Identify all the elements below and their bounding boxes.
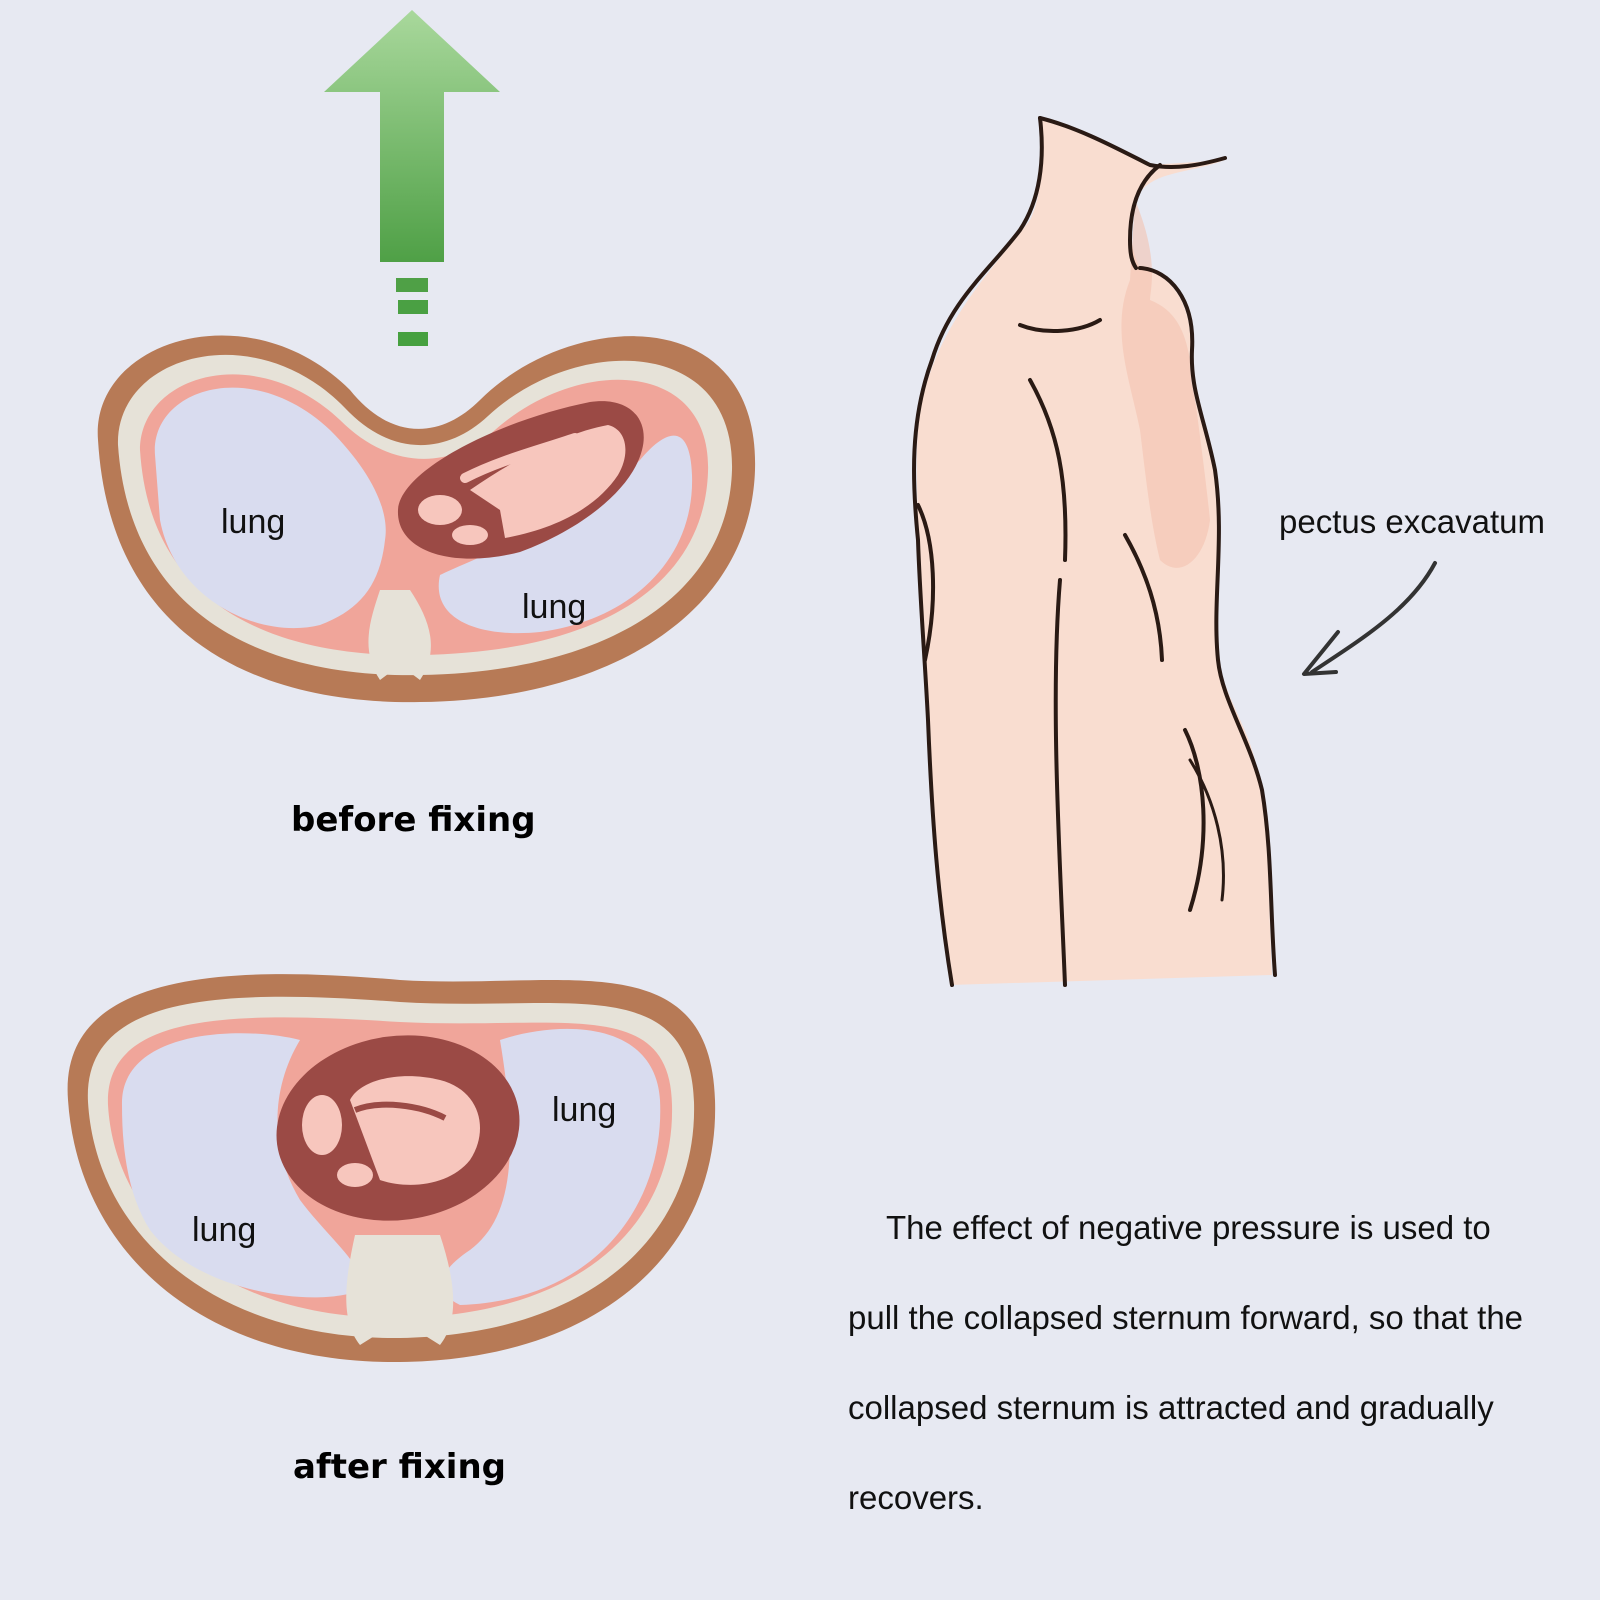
description-line-2: pull the collapsed sternum forward, so t… <box>848 1299 1524 1336</box>
before-fixing-cross-section <box>97 335 756 703</box>
heart-after-icon <box>276 1035 520 1221</box>
before-fixing-caption: before fixing <box>291 800 536 840</box>
after-fixing-caption: after fixing <box>293 1447 506 1487</box>
heart-before-icon <box>397 401 644 559</box>
lung-label-after-left: lung <box>192 1211 257 1249</box>
description-line-4: recovers. <box>848 1479 984 1516</box>
up-arrow-icon <box>324 10 500 346</box>
pointer-arrow-icon <box>1302 561 1437 676</box>
description-paragraph: The effect of negative pressure is used … <box>848 1183 1568 1543</box>
lung-label-before-right: lung <box>522 588 587 626</box>
torso-side-view <box>912 116 1277 987</box>
description-line-1: The effect of negative pressure is used … <box>886 1209 1491 1246</box>
description-line-3: collapsed sternum is attracted and gradu… <box>848 1389 1494 1426</box>
lung-label-after-right: lung <box>552 1091 617 1129</box>
lung-label-before-left: lung <box>221 503 286 541</box>
after-fixing-cross-section <box>67 974 716 1363</box>
pectus-excavatum-label: pectus excavatum <box>1279 503 1545 540</box>
